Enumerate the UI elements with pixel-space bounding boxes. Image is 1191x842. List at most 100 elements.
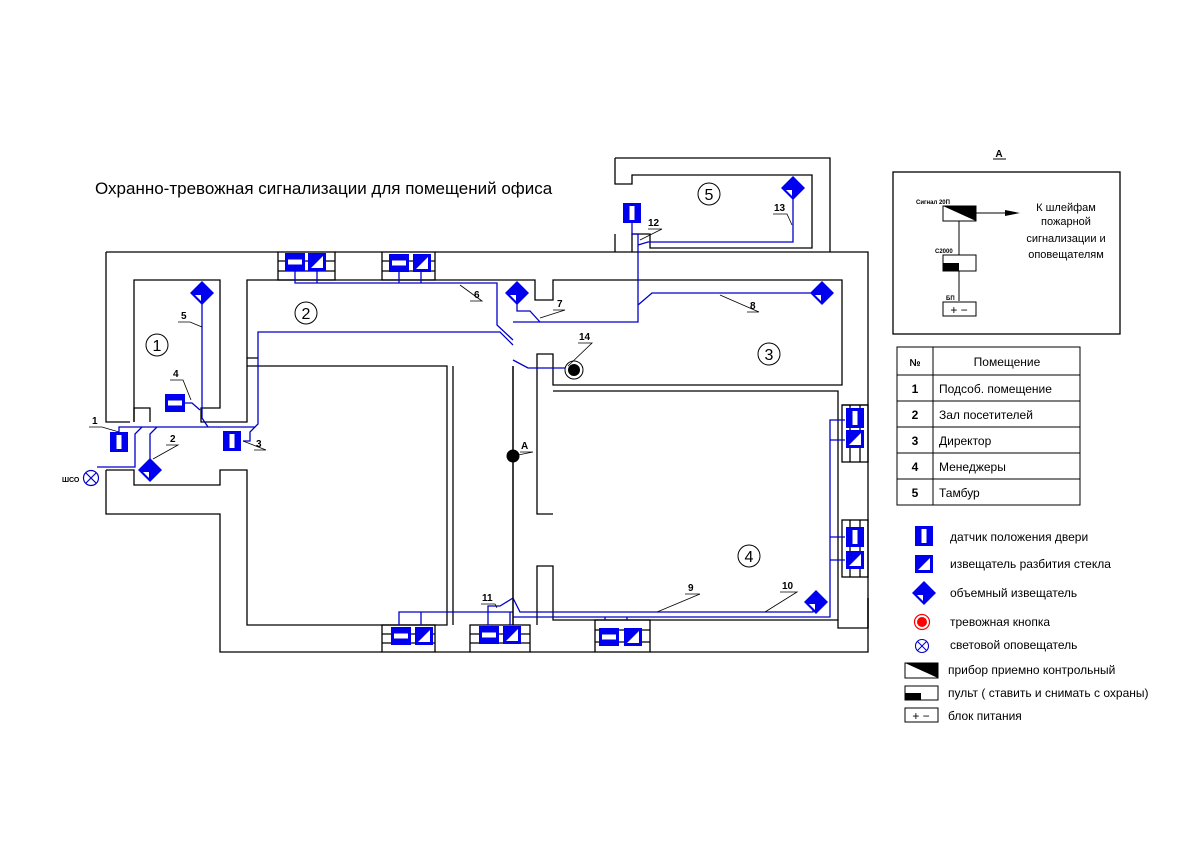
svg-text:8: 8	[750, 301, 756, 312]
door-sensor-icon	[285, 253, 305, 271]
door-sensor-icon	[223, 431, 241, 451]
room-number-2: 2	[294, 301, 318, 325]
svg-text:пульт ( ставить и снимать с ох: пульт ( ставить и снимать с охраны)	[948, 686, 1148, 700]
svg-text:датчик положения двери: датчик положения двери	[950, 530, 1088, 544]
glass-break-detector-icon	[915, 555, 933, 573]
legend-item: + − блок питания	[904, 707, 1022, 723]
light-annunciator-icon	[914, 638, 930, 654]
svg-text:пожарной: пожарной	[1041, 216, 1091, 228]
svg-text:1: 1	[153, 338, 162, 355]
room-numbers: 1 2 3 4 5	[145, 182, 781, 568]
svg-text:7: 7	[557, 299, 563, 310]
motion-detector-icon	[912, 581, 936, 605]
panel-label: Сигнал 20П	[916, 200, 950, 206]
svg-text:3: 3	[912, 434, 919, 448]
power-supply-icon: + −	[942, 301, 977, 317]
door-sensor-icon	[846, 527, 864, 547]
table-row: 2 Зал посетителей	[912, 408, 1033, 422]
arrow-text: К шлейфам пожарной сигнализации и оповещ…	[1026, 202, 1105, 261]
glass-break-detector-icon	[308, 253, 326, 271]
legend-item: объемный извещатель	[912, 581, 1077, 605]
svg-text:2: 2	[170, 434, 176, 445]
legend-item: датчик положения двери	[915, 526, 1088, 546]
room-number-5: 5	[697, 182, 721, 206]
svg-text:Подсоб. помещение: Подсоб. помещение	[939, 382, 1052, 396]
svg-text:Менеджеры: Менеджеры	[939, 460, 1006, 474]
control-panel-icon	[942, 205, 977, 222]
glass-break-detector-icon	[624, 628, 642, 646]
svg-text:К шлейфам: К шлейфам	[1036, 202, 1096, 214]
svg-text:12: 12	[648, 218, 660, 229]
svg-text:A: A	[521, 441, 528, 452]
svg-text:Директор: Директор	[939, 434, 992, 448]
room-table: № Помещение 1 Подсоб. помещение 2 Зал посе…	[896, 346, 1081, 506]
motion-detector-icon	[190, 281, 214, 305]
window-frames	[277, 251, 869, 653]
svg-text:оповещателям: оповещателям	[1028, 249, 1104, 261]
motion-detector-icon	[138, 458, 162, 482]
motion-detector-icon	[505, 281, 529, 305]
alarm-loop-wiring	[97, 196, 845, 625]
svg-text:10: 10	[782, 581, 794, 592]
legend-item: пульт ( ставить и снимать с охраны)	[904, 685, 1148, 701]
table-row: 5 Тамбур	[912, 486, 980, 500]
svg-text:+ −: + −	[912, 709, 929, 723]
svg-text:13: 13	[774, 203, 786, 214]
svg-text:объемный извещатель: объемный извещатель	[950, 586, 1077, 600]
table-row: 1 Подсоб. помещение	[912, 382, 1053, 396]
control-panel-icon	[904, 662, 939, 679]
detail-a: A Сигнал 20П С2000 БП + − К шлейфам пожа…	[892, 149, 1121, 335]
svg-text:11: 11	[482, 593, 493, 604]
room-number-3: 3	[757, 342, 781, 366]
power-supply-icon: + −	[904, 707, 939, 723]
light-annunciator-icon	[82, 469, 100, 487]
door-sensor-icon	[599, 628, 619, 646]
svg-text:световой оповещатель: световой оповещатель	[950, 638, 1077, 652]
door-sensor-icon	[479, 626, 499, 644]
motion-detector-icon	[781, 176, 805, 200]
glass-break-detector-icon	[415, 627, 433, 645]
detail-a-title: A	[995, 149, 1002, 160]
console-icon	[904, 685, 939, 701]
svg-text:5: 5	[912, 486, 919, 500]
svg-text:блок питания: блок питания	[948, 709, 1022, 723]
table-header-room: Помещение	[974, 355, 1041, 369]
svg-text:+ −: + −	[950, 303, 967, 317]
svg-text:Зал посетителей: Зал посетителей	[939, 408, 1033, 422]
alarm-button-icon	[913, 613, 931, 631]
diagram-title: Охранно-тревожная сигнализации для помещ…	[95, 179, 553, 198]
svg-text:извещатель разбития стекла: извещатель разбития стекла	[950, 557, 1111, 571]
walls	[105, 157, 869, 653]
legend-item: тревожная кнопка	[913, 613, 1050, 631]
room-number-1: 1	[145, 333, 169, 357]
motion-detector-icon	[810, 281, 834, 305]
svg-text:прибор приемно контрольный: прибор приемно контрольный	[948, 663, 1115, 677]
legend-item: извещатель разбития стекла	[915, 555, 1111, 573]
svg-text:9: 9	[688, 583, 694, 594]
glass-break-detector-icon	[846, 430, 864, 448]
svg-text:1: 1	[912, 382, 919, 396]
table-row: 4 Менеджеры	[912, 460, 1006, 474]
door-sensor-icon	[165, 394, 185, 412]
table-header-number: №	[909, 358, 920, 369]
svg-text:6: 6	[474, 290, 480, 301]
room-number-4: 4	[737, 544, 761, 568]
svg-text:2: 2	[912, 408, 919, 422]
door-sensor-icon	[846, 408, 864, 428]
svg-text:4: 4	[745, 549, 754, 566]
svg-text:4: 4	[912, 460, 919, 474]
svg-text:сигнализации и: сигнализации и	[1026, 233, 1105, 245]
line-labels: 1 2 3 4 5 6 7 8 9 10 11 12 13 14 A ШСО	[62, 203, 799, 613]
point-a-marker	[506, 449, 520, 463]
light-annunciator-label: ШСО	[62, 477, 80, 484]
devices	[82, 176, 864, 646]
glass-break-detector-icon	[846, 551, 864, 569]
table-row: 3 Директор	[912, 434, 992, 448]
detail-a-frame	[892, 171, 1121, 335]
alarm-button-icon	[564, 360, 584, 380]
console-icon	[942, 254, 977, 272]
svg-text:Тамбур: Тамбур	[939, 486, 980, 500]
arrow-icon	[1005, 210, 1020, 216]
legend: датчик положения двери извещатель разбит…	[904, 526, 1148, 723]
